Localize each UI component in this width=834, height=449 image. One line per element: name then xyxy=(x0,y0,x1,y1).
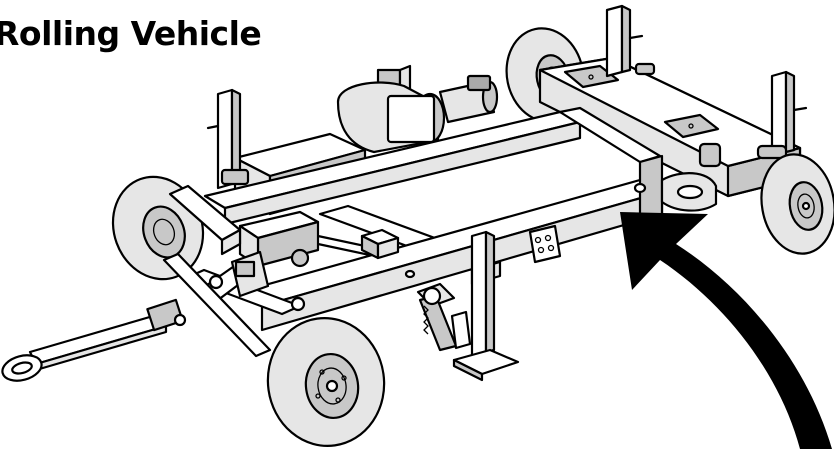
rear-upright-left xyxy=(605,4,656,78)
rear-hitch-bracket xyxy=(660,142,722,212)
rear-right-wheel xyxy=(760,153,834,255)
front-right-wheel xyxy=(266,317,386,447)
curved-arrow-icon xyxy=(620,212,832,449)
diagram-title: Rolling Vehicle xyxy=(0,14,262,53)
drive-unit xyxy=(416,282,472,352)
rear-upright-right xyxy=(756,70,808,160)
steering-linkage xyxy=(162,184,306,358)
front-upright-left xyxy=(206,88,250,190)
front-rail-bracket xyxy=(528,224,562,264)
main-frame xyxy=(203,106,664,332)
motor-assembly xyxy=(336,64,499,154)
tow-bar xyxy=(1,298,187,382)
front-upright-center xyxy=(452,230,520,382)
